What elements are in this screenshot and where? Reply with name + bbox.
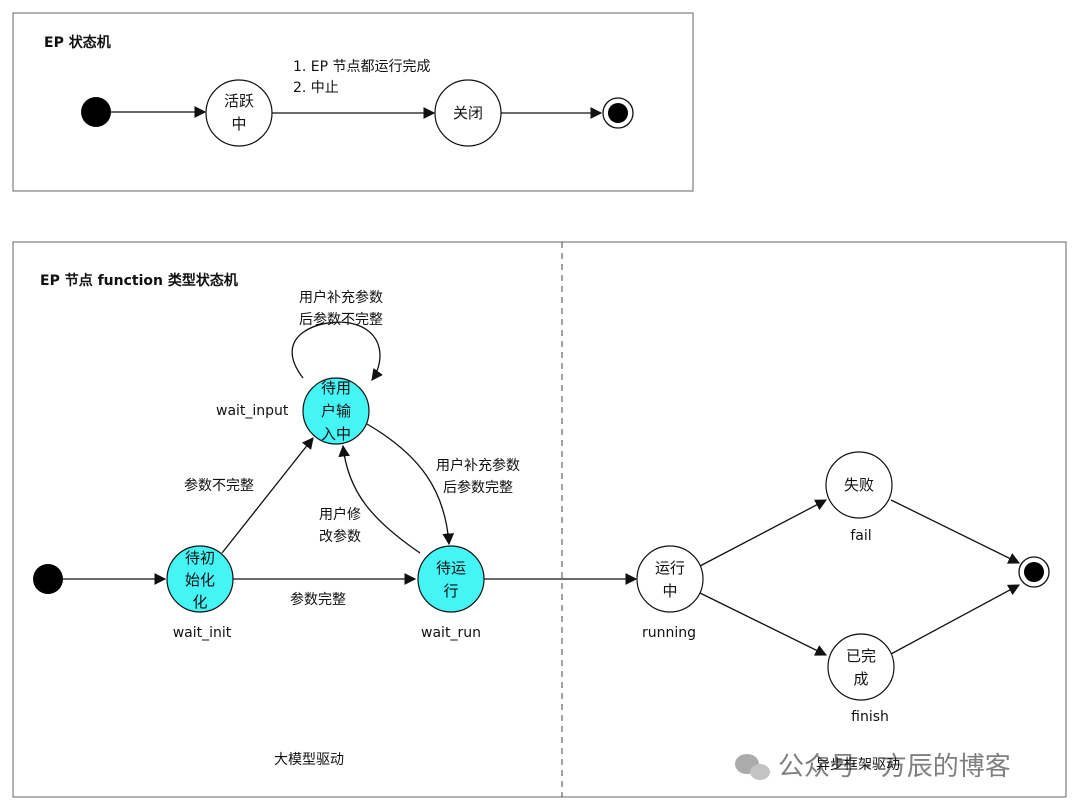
panel1-title: EP 状态机 bbox=[44, 34, 111, 51]
panel2-start-node bbox=[33, 564, 63, 594]
self-loop-label-line2: 后参数不完整 bbox=[299, 311, 383, 328]
panel1-node-active bbox=[205, 79, 273, 147]
panel-ep-state-machine bbox=[12, 12, 694, 192]
edge-wait-init-wait-input bbox=[221, 437, 314, 554]
node-wait-input-line1: 待用 bbox=[321, 379, 351, 397]
panel1-node-active-line2: 中 bbox=[231, 115, 246, 133]
node-fail-label: 失败 bbox=[844, 476, 874, 494]
edge-label-input-run-line2: 后参数完整 bbox=[443, 479, 513, 496]
panel1-edge-label-line1: 1. EP 节点都运行完成 bbox=[293, 59, 431, 75]
node-wait-input-line2: 户输 bbox=[321, 402, 351, 420]
panel1-end-node-inner bbox=[608, 103, 628, 123]
node-finish bbox=[827, 633, 895, 701]
node-wait-input-name: wait_input bbox=[216, 403, 289, 419]
node-finish-name: finish bbox=[851, 709, 889, 725]
edge-running-fail bbox=[699, 499, 828, 567]
panel2-title: EP 节点 function 类型状态机 bbox=[40, 272, 238, 289]
wechat-icon bbox=[735, 754, 770, 780]
node-wait-init-line2: 始化 bbox=[185, 571, 215, 589]
edge-label-run-input-line2: 改参数 bbox=[319, 528, 361, 545]
node-wait-init-line1: 待初 bbox=[185, 549, 215, 567]
node-wait-run bbox=[417, 545, 485, 613]
node-running-line2: 中 bbox=[662, 582, 677, 600]
edge-running-finish bbox=[699, 592, 828, 656]
edge-wait-input-wait-run bbox=[366, 423, 455, 546]
edge-label-param-complete: 参数完整 bbox=[290, 591, 346, 608]
watermark-text: 公众号 · 方辰的博客 bbox=[778, 752, 1011, 782]
node-wait-init-line3: 化 bbox=[192, 593, 207, 611]
node-fail-name: fail bbox=[850, 528, 871, 544]
node-finish-line1: 已完 bbox=[846, 647, 876, 665]
node-wait-run-name: wait_run bbox=[421, 625, 481, 641]
edge-label-input-run-line1: 用户补充参数 bbox=[436, 457, 520, 474]
edge-fail-end bbox=[890, 499, 1021, 564]
node-wait-init-name: wait_init bbox=[173, 625, 232, 641]
self-loop-label-line1: 用户补充参数 bbox=[299, 289, 383, 306]
section-label-async-driven: 异步框架驱动 bbox=[816, 757, 900, 773]
node-wait-run-line1: 待运 bbox=[436, 559, 466, 577]
node-running-line1: 运行 bbox=[655, 559, 685, 577]
section-label-llm-driven: 大模型驱动 bbox=[274, 752, 344, 768]
node-running bbox=[636, 545, 704, 613]
node-fail bbox=[825, 451, 893, 519]
node-wait-run-line2: 行 bbox=[443, 582, 458, 600]
node-wait-input bbox=[302, 377, 370, 445]
panel1-node-closed-label: 关闭 bbox=[453, 104, 483, 122]
edge-wait-run-wait-input bbox=[338, 444, 421, 554]
panel1-start-node bbox=[81, 97, 111, 127]
node-running-name: running bbox=[642, 625, 696, 641]
edge-label-run-input-line1: 用户修 bbox=[319, 506, 361, 523]
panel2-end-node-inner bbox=[1024, 562, 1044, 582]
panel1-edge-label-line2: 2. 中止 bbox=[293, 80, 339, 96]
edge-self-loop-wait-input bbox=[291, 321, 383, 381]
edge-label-param-incomplete: 参数不完整 bbox=[184, 477, 254, 494]
node-wait-input-line3: 入中 bbox=[321, 425, 351, 443]
panel1-node-active-line1: 活跃 bbox=[224, 92, 254, 110]
edge-finish-end bbox=[890, 584, 1021, 655]
panel-function-state-machine bbox=[12, 241, 1067, 798]
node-finish-line2: 成 bbox=[853, 670, 868, 688]
